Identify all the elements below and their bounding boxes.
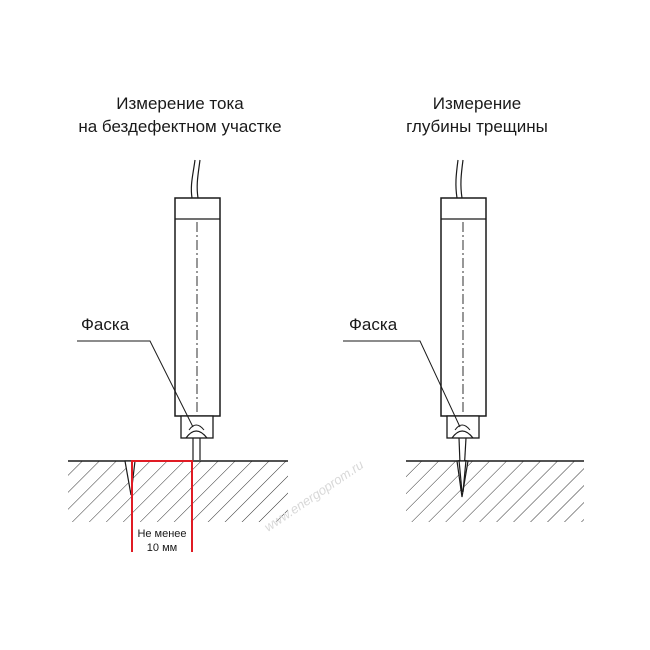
left-probe [174, 197, 221, 460]
left-cable-2 [196, 159, 201, 199]
left-faska-leader [77, 340, 194, 428]
right-cable [455, 159, 459, 199]
right-title-line1: Измерение [433, 94, 521, 113]
right-panel: Измерение глубины трещины Фаска [343, 94, 584, 522]
left-faska-label: Фаска [81, 315, 130, 334]
left-workpiece [68, 460, 288, 522]
dimension-label-line1: Не менее [137, 528, 186, 540]
right-workpiece [406, 459, 584, 522]
left-dimension: Не менее 10 мм [131, 460, 193, 555]
dimension-label-line2: 10 мм [147, 542, 177, 554]
left-title-line1: Измерение тока [116, 94, 244, 113]
right-title-line2: глубины трещины [406, 117, 548, 136]
right-probe [440, 197, 487, 491]
left-title-line2: на бездефектном участке [78, 117, 281, 136]
left-panel: Измерение тока на бездефектном участке Ф… [68, 94, 288, 555]
right-faska-leader [343, 340, 461, 428]
right-cable-2 [460, 159, 464, 199]
right-faska-label: Фаска [349, 315, 398, 334]
left-cable [190, 159, 196, 199]
